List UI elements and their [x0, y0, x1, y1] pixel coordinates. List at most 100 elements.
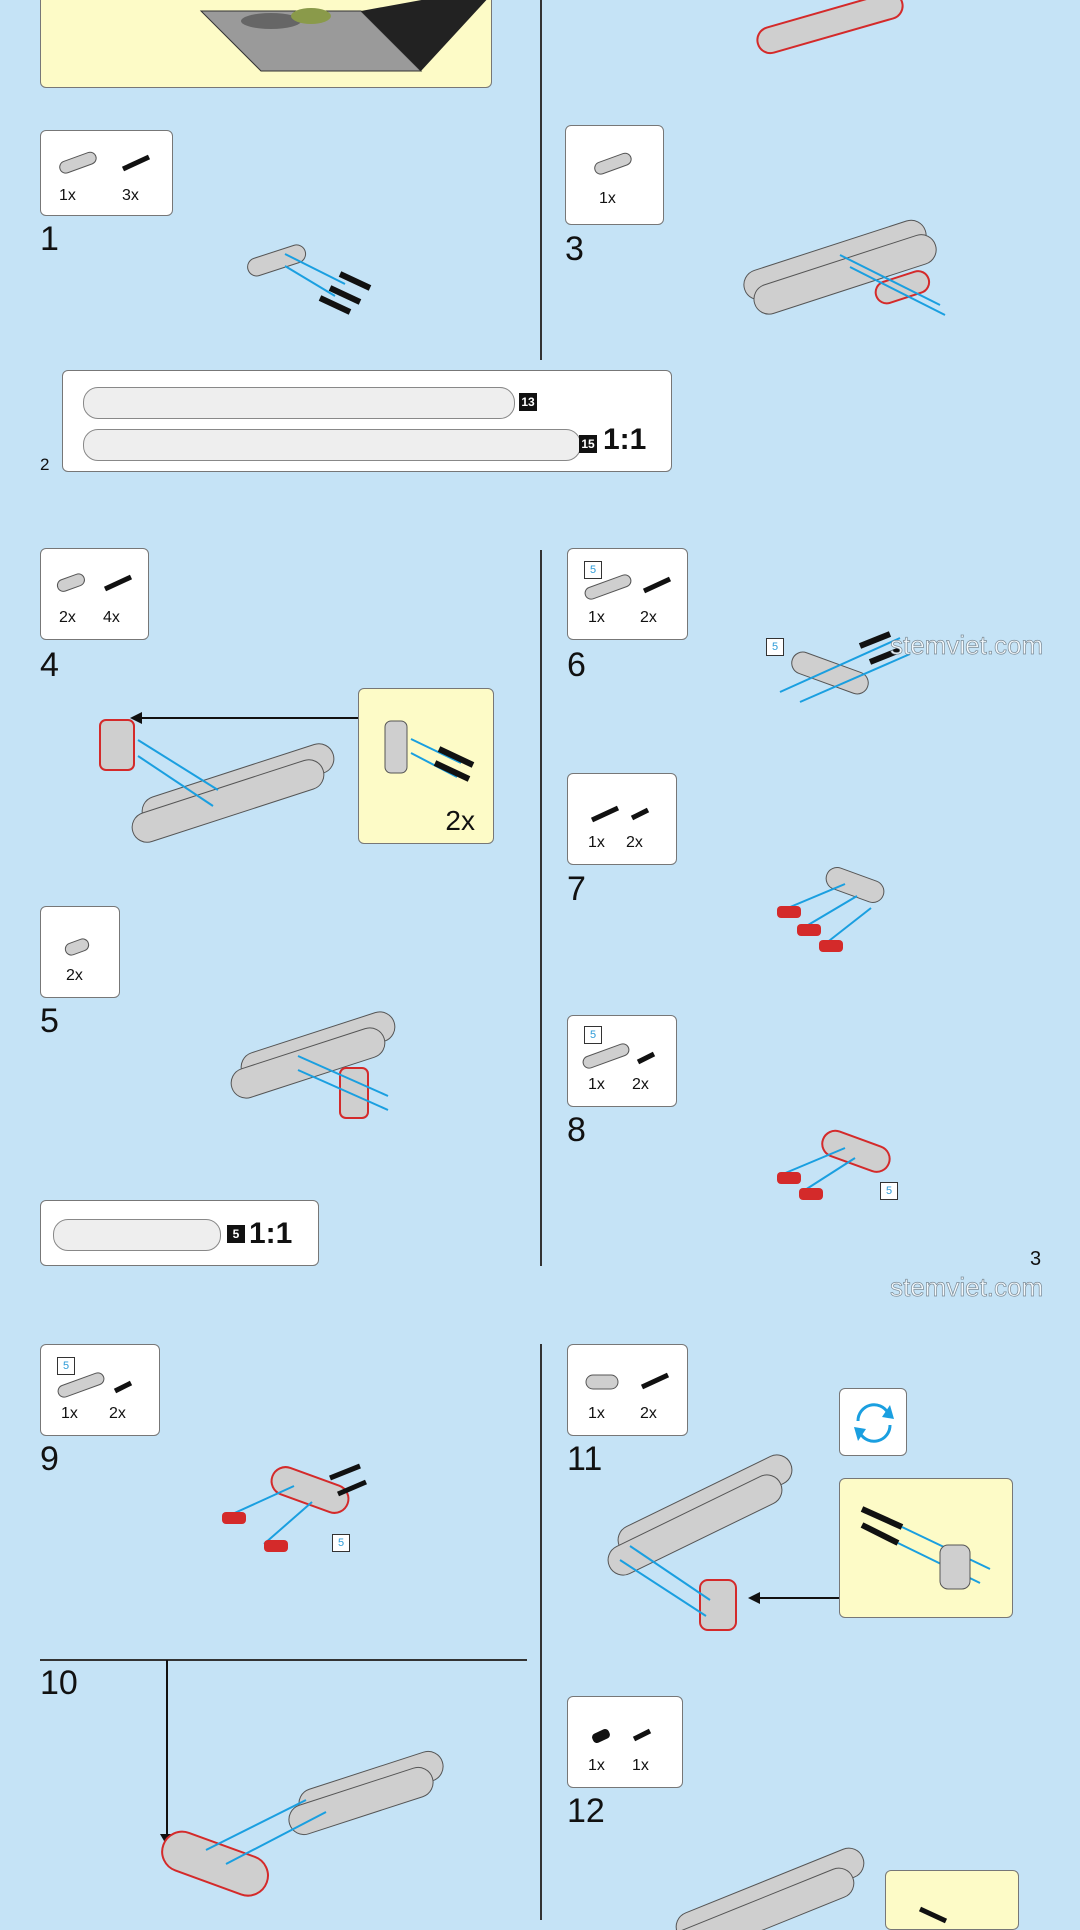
step1-assembly-illustration: [247, 244, 372, 315]
step-number: 6: [567, 646, 586, 684]
axle-pin-icon: [642, 576, 672, 594]
step9-assembly-illustration: [222, 1463, 367, 1552]
beam-part-icon: [594, 152, 632, 175]
callout-qty: 2x: [445, 805, 475, 836]
step11-assembly-illustration: [607, 1454, 793, 1631]
pin-icon: [630, 807, 650, 821]
part-qty: 1x: [588, 609, 605, 626]
connector-part-icon: [64, 938, 90, 956]
column-divider-middle: [540, 550, 542, 1266]
step4-assembly-illustration: [99, 719, 335, 843]
step-number: 1: [40, 220, 59, 258]
part-qty: 1x: [599, 190, 616, 207]
callout-arrow: [130, 712, 360, 724]
part-qty: 1x: [588, 1076, 605, 1093]
step-number: 4: [40, 646, 59, 684]
beam-part-icon: [56, 573, 85, 592]
part-qty: 1x: [59, 187, 76, 204]
step8-parts-box: 5 1x 2x: [567, 1015, 677, 1107]
step4-subassembly-callout: 2x: [358, 688, 494, 844]
step3-assembly-illustration: [743, 219, 946, 316]
subassembly-illustration: [860, 1506, 991, 1590]
callout-arrow: [748, 1592, 840, 1604]
part-qty: 1x: [588, 834, 605, 851]
axle-pin-icon: [121, 154, 151, 172]
beam-part-icon: [584, 574, 632, 600]
axle-pin-icon: [103, 574, 133, 592]
length-badge: 5: [57, 1357, 75, 1375]
step-number: 11: [567, 1440, 603, 1478]
step8-assembly-illustration: [777, 1129, 891, 1200]
part-qty: 2x: [59, 609, 76, 626]
length-badge: 5: [880, 1182, 898, 1200]
part-qty: 2x: [109, 1405, 126, 1422]
watermark-text: stemviet.com: [890, 630, 1044, 661]
pin-icon: [632, 1728, 652, 1742]
step4-parts-box: 2x 4x: [40, 548, 149, 640]
part-qty: 1x: [61, 1405, 78, 1422]
rotate-model-box: [839, 1388, 907, 1456]
step6-parts-box: 5 1x 2x: [567, 548, 688, 640]
step-number: 5: [40, 1002, 59, 1040]
step7-assembly-illustration: [777, 867, 885, 952]
step10-divider: [40, 1659, 527, 1661]
step12-assembly-illustration: [665, 1847, 865, 1930]
part-qty: 2x: [640, 609, 657, 626]
angle-beam-part-icon: [585, 1374, 619, 1390]
part-qty: 2x: [626, 834, 643, 851]
pin-icon: [592, 1728, 610, 1744]
step-number: 12: [567, 1792, 605, 1830]
column-divider-top: [540, 0, 542, 360]
baseplate-model-illustration: [199, 0, 487, 72]
beam-part-icon: [57, 1372, 105, 1398]
length-badge: 5: [332, 1534, 350, 1552]
scale-label: 1:1: [603, 423, 647, 456]
length-badge: 5: [766, 638, 784, 656]
part-qty: 2x: [632, 1076, 649, 1093]
length-badge: 5: [584, 1026, 602, 1044]
pin-icon: [113, 1380, 133, 1394]
step6-assembly-illustration: [779, 631, 911, 703]
step1-parts-box: 1x 3x: [40, 130, 173, 216]
rotate-icon: [854, 1403, 894, 1443]
beam-5-ruler-box: 5 1:1: [40, 1200, 319, 1266]
axle-pin-icon: [918, 1906, 948, 1924]
beam-illustration-top: [756, 0, 904, 55]
step9-parts-box: 5 1x 2x: [40, 1344, 160, 1436]
step11-subassembly-callout: [839, 1478, 1013, 1618]
step-number: 9: [40, 1440, 59, 1478]
beam-5-ruler: [53, 1219, 221, 1251]
beam-part-icon: [59, 151, 97, 174]
page-number: 3: [1030, 1248, 1042, 1270]
part-qty: 1x: [632, 1757, 649, 1774]
step7-parts-box: 1x 2x: [567, 773, 677, 865]
step5-parts-box: 2x: [40, 906, 120, 998]
step-number: 7: [567, 870, 586, 908]
step3-parts-box: 1x: [565, 125, 664, 225]
part-qty: 1x: [588, 1405, 605, 1422]
step10-assembly-illustration: [161, 1750, 444, 1897]
top-callout-panel: [40, 0, 492, 88]
beam-13-ruler: [83, 387, 515, 419]
subassembly-illustration: [384, 720, 475, 782]
column-divider-bottom: [540, 1344, 542, 1920]
beam-length-label: 13: [519, 393, 537, 411]
beam-15-ruler: [83, 429, 581, 461]
step-number: 10: [40, 1664, 78, 1702]
pin-icon: [636, 1051, 656, 1065]
step12-subassembly-callout: [885, 1870, 1019, 1930]
step-number: 2: [40, 455, 50, 474]
beam-length-label: 15: [579, 435, 597, 453]
step-number: 8: [567, 1111, 586, 1149]
axle-pin-icon: [640, 1372, 670, 1390]
length-badge: 5: [584, 561, 602, 579]
watermark-text: stemviet.com: [890, 1272, 1044, 1303]
step-number: 3: [565, 230, 584, 268]
scale-label: 1:1: [249, 1217, 293, 1250]
part-qty: 4x: [103, 609, 120, 626]
step11-parts-box: 1x 2x: [567, 1344, 688, 1436]
part-qty: 3x: [122, 187, 139, 204]
part-qty: 1x: [588, 1757, 605, 1774]
beam-length-label: 5: [227, 1225, 245, 1243]
beam-part-icon: [582, 1043, 630, 1069]
